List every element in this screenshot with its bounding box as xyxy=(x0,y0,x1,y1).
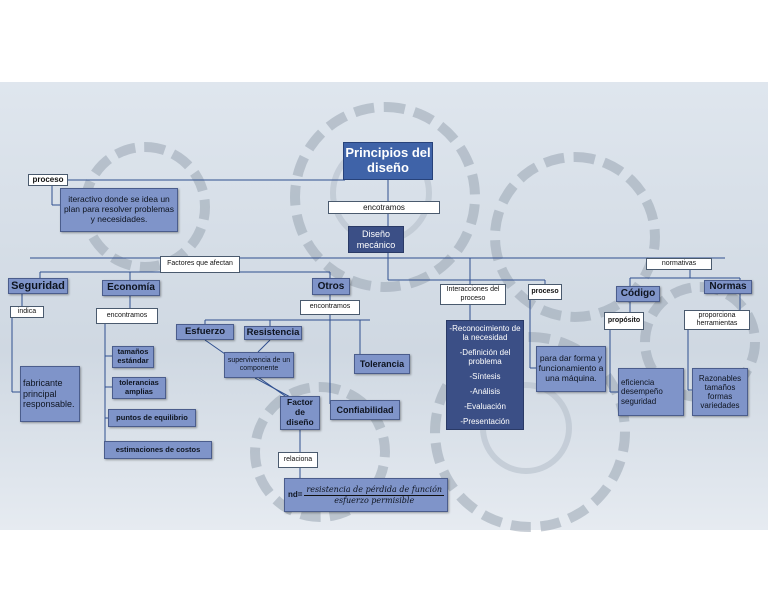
proceso-right-label: proceso xyxy=(528,284,562,300)
seguridad-desc-node: fabricante principal responsable. xyxy=(20,366,80,422)
factor-diseno-node: Factor de diseño xyxy=(280,396,320,430)
encontramos-eco-text: encontramos xyxy=(106,311,148,319)
proposito-label: propósito xyxy=(604,312,644,330)
resistencia-text: Resistencia xyxy=(246,326,300,338)
factor-diseno-text: Factor de diseño xyxy=(286,397,314,427)
codigo-node: Código xyxy=(616,286,660,302)
encontramos-otros-text: encontramos xyxy=(309,303,351,311)
normas-node: Normas xyxy=(704,280,752,294)
economia-node: Economía xyxy=(102,280,160,296)
supervivencia-text: supervivencia de un componente xyxy=(227,356,291,372)
formula-denominator: esfuerzo permisible xyxy=(334,495,415,505)
diseno-mecanico-text: Diseño mecánico xyxy=(356,229,396,250)
tolerancia-node: Tolerancia xyxy=(354,354,410,374)
seguridad-desc-text: fabricante principal responsable. xyxy=(23,378,75,410)
diseno-mecanico-node: Diseño mecánico xyxy=(348,226,404,253)
tolerancias-amplias-text: tolerancias amplias xyxy=(119,378,159,396)
esfuerzo-text: Esfuerzo xyxy=(184,325,226,337)
interacciones-list-node: -Reconocimiento de la necesidad -Definic… xyxy=(446,320,524,430)
interacciones-item: -Análisis xyxy=(469,387,501,397)
proposito-text: propósito xyxy=(607,316,641,324)
tamanos-estandar-text: tamaños estándar xyxy=(117,347,149,365)
proceso-desc-text: iteractivo donde se idea un plan para re… xyxy=(63,194,175,224)
proceso-left-label: proceso xyxy=(28,174,68,186)
formula-numerator: resistencia de pérdida de función xyxy=(304,485,445,496)
interacciones-label: Interacciones del proceso xyxy=(440,284,506,305)
encotramos-top-text: encotramos xyxy=(363,202,405,212)
gear-icon xyxy=(490,152,660,322)
codigo-desc-node: eficiencia desempeño seguridad xyxy=(618,368,684,416)
encontramos-otros-label: encontramos xyxy=(300,300,360,315)
esfuerzo-node: Esfuerzo xyxy=(176,324,234,340)
encotramos-top-label: encotramos xyxy=(328,201,440,214)
interacciones-item: -Presentación xyxy=(460,416,510,426)
formula-prefix: nd= xyxy=(287,490,303,500)
gear-icon xyxy=(290,102,480,292)
relaciona-text: relaciona xyxy=(283,455,313,463)
tamanos-estandar-node: tamaños estándar xyxy=(112,346,154,368)
encontramos-eco-label: encontramos xyxy=(96,308,158,324)
tolerancias-amplias-node: tolerancias amplias xyxy=(112,377,166,399)
normativas-label: normativas xyxy=(646,258,712,270)
supervivencia-node: supervivencia de un componente xyxy=(224,352,294,378)
proceso-right-desc-text: para dar forma y funcionamiento a una má… xyxy=(538,353,604,383)
normas-desc-node: Razonables tamaños formas variedades xyxy=(692,368,748,416)
interacciones-item: -Evaluación xyxy=(464,402,506,411)
tolerancia-text: Tolerancia xyxy=(359,358,405,369)
proceso-desc-node: iteractivo donde se idea un plan para re… xyxy=(60,188,178,232)
interacciones-item: -Síntesis xyxy=(469,372,501,382)
proporciona-text: proporciona herramientas xyxy=(696,311,738,327)
indica-label: indica xyxy=(10,306,44,318)
confiabilidad-text: Confiabilidad xyxy=(336,404,394,415)
title-node: Principios del diseño xyxy=(343,142,433,180)
interacciones-item: -Reconocimiento de la necesidad xyxy=(449,323,521,343)
codigo-desc-text: eficiencia desempeño seguridad xyxy=(621,378,663,406)
gear-icon xyxy=(250,382,390,522)
proceso-left-text: proceso xyxy=(32,175,64,185)
otros-node: Otros xyxy=(312,278,350,295)
title-text: Principios del diseño xyxy=(345,145,431,175)
factores-label: Factores que afectan xyxy=(160,256,240,273)
normativas-text: normativas xyxy=(661,259,697,267)
economia-text: Economía xyxy=(107,282,155,294)
puntos-equilibrio-text: puntos de equilibrio xyxy=(116,412,188,422)
formula-fraction: resistencia de pérdida de función esfuer… xyxy=(304,485,445,505)
normas-desc-text: Razonables tamaños formas variedades xyxy=(698,373,742,411)
proporciona-label: proporciona herramientas xyxy=(684,310,750,330)
estimaciones-costos-node: estimaciones de costos xyxy=(104,441,212,459)
formula-node: nd= resistencia de pérdida de función es… xyxy=(284,478,448,512)
confiabilidad-node: Confiabilidad xyxy=(330,400,400,420)
otros-text: Otros xyxy=(317,280,345,292)
proceso-right-desc-node: para dar forma y funcionamiento a una má… xyxy=(536,346,606,392)
codigo-text: Código xyxy=(620,288,656,300)
puntos-equilibrio-node: puntos de equilibrio xyxy=(108,409,196,427)
normas-text: Normas xyxy=(709,281,747,293)
estimaciones-costos-text: estimaciones de costos xyxy=(115,444,201,454)
interacciones-text: Interacciones del proceso xyxy=(446,286,500,302)
interacciones-item: -Definición del problema xyxy=(459,348,511,367)
indica-text: indica xyxy=(17,307,37,315)
seguridad-text: Seguridad xyxy=(11,279,65,292)
seguridad-node: Seguridad xyxy=(8,278,68,294)
factores-text: Factores que afectan xyxy=(167,260,233,268)
resistencia-node: Resistencia xyxy=(244,326,302,340)
relaciona-label: relaciona xyxy=(278,452,318,468)
proceso-right-text: proceso xyxy=(531,287,559,295)
